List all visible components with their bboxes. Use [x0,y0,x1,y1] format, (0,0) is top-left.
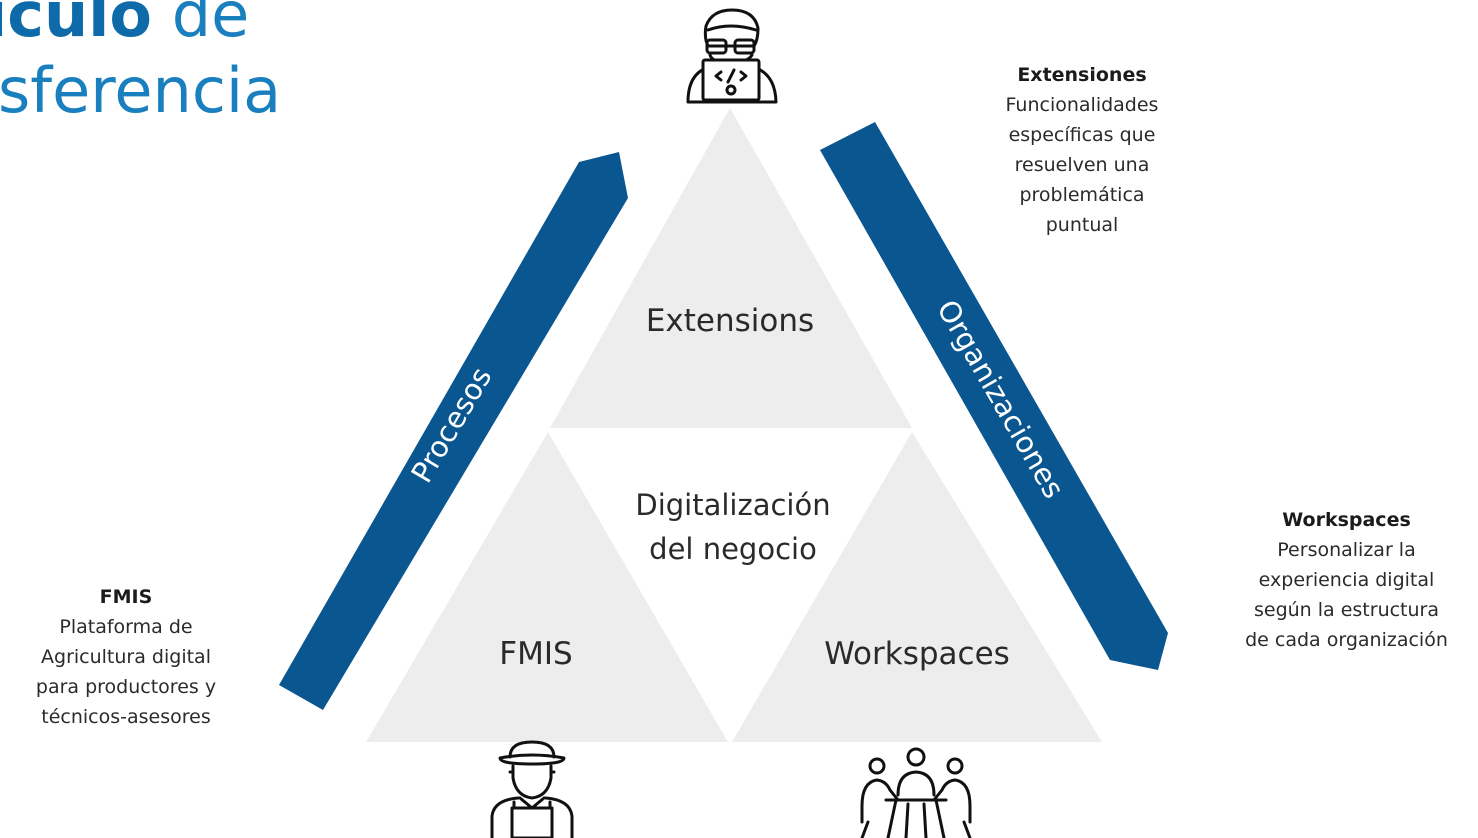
title-line-1: ículo de [0,0,249,46]
description-extensiones-line: resuelven una [1014,154,1150,176]
triangle-right-workspaces [732,432,1102,742]
triangle-top-extensions [550,108,912,428]
triangle-label-fmis: FMIS [499,636,572,672]
description-extensiones: Extensiones Funcionalidades específicas … [952,60,1212,240]
farmer-icon [490,740,574,838]
description-fmis-line: Agricultura digital [41,646,211,668]
developer-laptop-icon [686,8,778,104]
description-fmis-title: FMIS [99,586,153,608]
description-extensiones-line: puntual [1045,214,1119,236]
description-fmis: FMIS Plataforma de Agricultura digital p… [0,582,252,732]
triangle-left-fmis [366,432,728,742]
description-fmis-line: para productores y [35,676,217,698]
triangle-label-center-line1: Digitalización [635,488,830,522]
arrow-band-procesos [279,152,628,710]
title-bold-word: ículo [0,0,152,51]
title-line-2: sferencia [0,54,282,127]
description-workspaces-line: experiencia digital [1258,569,1435,591]
team-meeting-icon [860,747,972,838]
arrow-band-organizaciones [820,122,1168,670]
description-workspaces: Workspaces Personalizar la experiencia d… [1215,505,1478,655]
description-extensiones-title: Extensiones [1017,64,1147,86]
description-workspaces-line: de cada organización [1245,629,1448,651]
title-rest: de [152,0,250,51]
description-extensiones-line: Funcionalidades [1005,94,1159,116]
description-workspaces-line: según la estructura [1253,599,1440,621]
description-fmis-line: Plataforma de [59,616,193,638]
description-workspaces-line: Personalizar la [1277,539,1416,561]
triangle-label-extensions: Extensions [646,303,814,339]
triangle-label-workspaces: Workspaces [824,636,1010,672]
arrow-label-organizaciones: Organizaciones [930,294,1071,504]
triangle-label-center-line2: del negocio [649,532,817,566]
description-fmis-line: técnicos-asesores [41,706,211,728]
description-extensiones-line: problemática [1019,184,1145,206]
description-extensiones-line: específicas que [1008,124,1156,146]
description-workspaces-title: Workspaces [1282,509,1411,531]
